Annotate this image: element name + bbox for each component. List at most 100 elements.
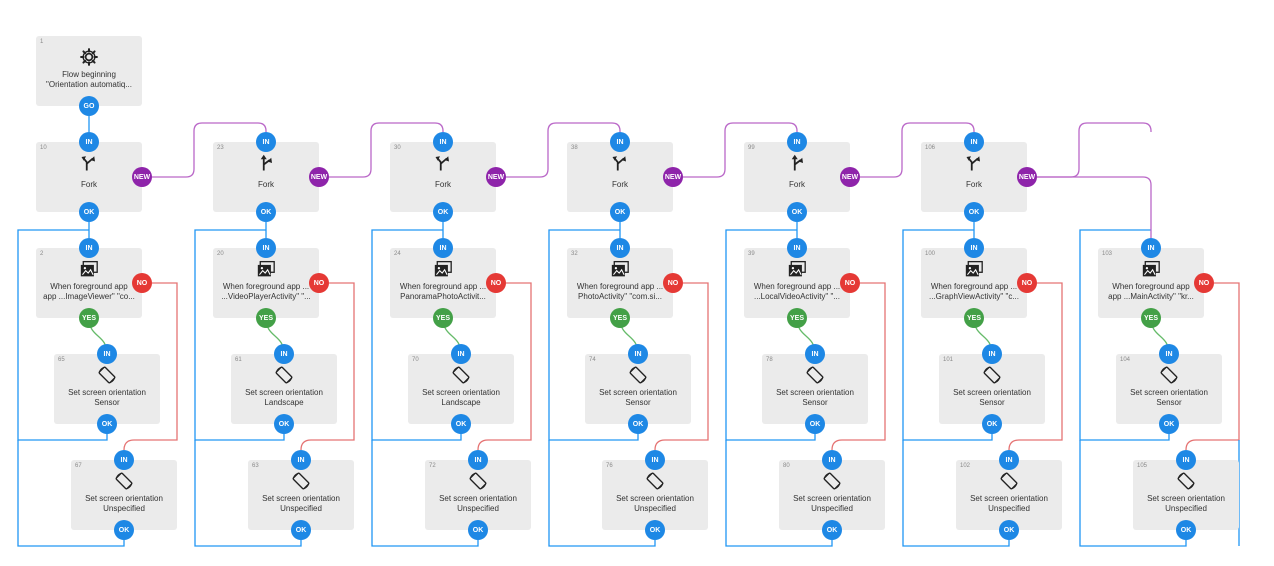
fork-new-port[interactable]: NEW bbox=[309, 167, 329, 187]
orientation-ok-port[interactable]: OK bbox=[451, 414, 471, 434]
orientation-in-port[interactable]: IN bbox=[645, 450, 665, 470]
trigger-in-port[interactable]: IN bbox=[1141, 238, 1161, 258]
fork-new-port[interactable]: NEW bbox=[663, 167, 683, 187]
trigger-no-port[interactable]: NO bbox=[663, 273, 683, 293]
trigger-no-port[interactable]: NO bbox=[309, 273, 329, 293]
orientation-in-port[interactable]: IN bbox=[822, 450, 842, 470]
fork-in-port[interactable]: IN bbox=[256, 132, 276, 152]
orientation-in-port[interactable]: IN bbox=[291, 450, 311, 470]
orientation-ok-port[interactable]: OK bbox=[999, 520, 1019, 540]
trigger-no-port[interactable]: NO bbox=[132, 273, 152, 293]
trigger-yes-port[interactable]: YES bbox=[610, 308, 630, 328]
orientation-ok-port[interactable]: OK bbox=[114, 520, 134, 540]
screen-rotation-icon bbox=[939, 364, 1045, 386]
trigger-in-port[interactable]: IN bbox=[964, 238, 984, 258]
orientation-in-port[interactable]: IN bbox=[805, 344, 825, 364]
trigger-in-port[interactable]: IN bbox=[433, 238, 453, 258]
trigger-yes-port[interactable]: YES bbox=[787, 308, 807, 328]
fork-ok-port[interactable]: OK bbox=[256, 202, 276, 222]
fork-in-port[interactable]: IN bbox=[79, 132, 99, 152]
fork-new-port[interactable]: NEW bbox=[486, 167, 506, 187]
fork-in-port[interactable]: IN bbox=[433, 132, 453, 152]
fork-new-port[interactable]: NEW bbox=[132, 167, 152, 187]
trigger-in-port[interactable]: IN bbox=[610, 238, 630, 258]
orientation-in-port[interactable]: IN bbox=[114, 450, 134, 470]
orientation-in-port[interactable]: IN bbox=[274, 344, 294, 364]
trigger-no-port[interactable]: NO bbox=[1017, 273, 1037, 293]
trigger-yes-port[interactable]: YES bbox=[256, 308, 276, 328]
orientation-ok-port[interactable]: OK bbox=[822, 520, 842, 540]
orientation-in-port[interactable]: IN bbox=[97, 344, 117, 364]
trigger-no-port[interactable]: NO bbox=[1194, 273, 1214, 293]
trigger-yes-port[interactable]: YES bbox=[1141, 308, 1161, 328]
orientation-in-port[interactable]: IN bbox=[468, 450, 488, 470]
trigger-yes-port[interactable]: YES bbox=[433, 308, 453, 328]
fork-new-port[interactable]: NEW bbox=[840, 167, 860, 187]
fork-in-port[interactable]: IN bbox=[787, 132, 807, 152]
fork-ok-port[interactable]: OK bbox=[610, 202, 630, 222]
fork-ok-port[interactable]: OK bbox=[433, 202, 453, 222]
trigger-yes-port[interactable]: YES bbox=[964, 308, 984, 328]
screen-rotation-icon bbox=[585, 364, 691, 386]
orientation-ok-port[interactable]: OK bbox=[97, 414, 117, 434]
orientation-in-port[interactable]: IN bbox=[1159, 344, 1179, 364]
trigger-no-port[interactable]: NO bbox=[840, 273, 860, 293]
trigger-in-port[interactable]: IN bbox=[256, 238, 276, 258]
orientation-in-port[interactable]: IN bbox=[451, 344, 471, 364]
orientation-ok-port[interactable]: OK bbox=[982, 414, 1002, 434]
fork-in-port[interactable]: IN bbox=[964, 132, 984, 152]
orientation-in-port[interactable]: IN bbox=[999, 450, 1019, 470]
orientation-ok-port[interactable]: OK bbox=[805, 414, 825, 434]
orientation-ok-port[interactable]: OK bbox=[291, 520, 311, 540]
fork-ok-port[interactable]: OK bbox=[79, 202, 99, 222]
fork-new-port[interactable]: NEW bbox=[1017, 167, 1037, 187]
fork-in-port[interactable]: IN bbox=[610, 132, 630, 152]
block-id: 99 bbox=[748, 145, 755, 151]
trigger-yes-port[interactable]: YES bbox=[79, 308, 99, 328]
go-port[interactable]: GO bbox=[79, 96, 99, 116]
orientation-ok-port[interactable]: OK bbox=[1159, 414, 1179, 434]
fork-icon bbox=[567, 152, 673, 174]
orientation-in-port[interactable]: IN bbox=[628, 344, 648, 364]
orientation-ok-port[interactable]: OK bbox=[468, 520, 488, 540]
orientation-in-port[interactable]: IN bbox=[1176, 450, 1196, 470]
fork-ok-port[interactable]: OK bbox=[787, 202, 807, 222]
trigger-in-port[interactable]: IN bbox=[787, 238, 807, 258]
fork-ok-port[interactable]: OK bbox=[964, 202, 984, 222]
orientation-ok-port[interactable]: OK bbox=[1176, 520, 1196, 540]
trigger-in-port[interactable]: IN bbox=[79, 238, 99, 258]
orientation-ok-port[interactable]: OK bbox=[274, 414, 294, 434]
orientation-ok-port[interactable]: OK bbox=[628, 414, 648, 434]
orientation-ok-port[interactable]: OK bbox=[645, 520, 665, 540]
orientation-in-port[interactable]: IN bbox=[982, 344, 1002, 364]
trigger-no-port[interactable]: NO bbox=[486, 273, 506, 293]
